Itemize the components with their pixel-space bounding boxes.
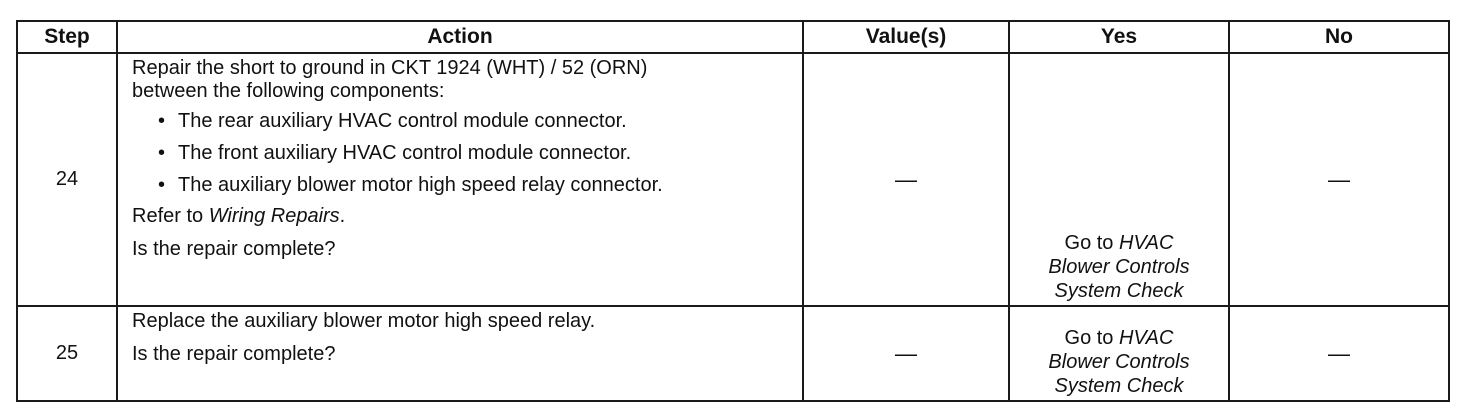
value-cell: —: [802, 52, 1010, 307]
hvac-link[interactable]: HVAC: [1119, 232, 1174, 254]
wiring-repairs-link[interactable]: Wiring Repairs: [208, 205, 340, 227]
list-item: • The front auxiliary HVAC control modul…: [132, 142, 792, 165]
no-cell: —: [1228, 52, 1450, 307]
question-text: Is the repair complete?: [132, 343, 336, 365]
bullet-icon: •: [158, 174, 166, 196]
refer-prefix: Refer to: [132, 205, 209, 227]
list-item: • The auxiliary blower motor high speed …: [132, 174, 792, 197]
list-item-text: The rear auxiliary HVAC control module c…: [178, 110, 627, 132]
component-list: • The rear auxiliary HVAC control module…: [132, 110, 792, 197]
header-action: Action: [116, 20, 804, 54]
diagnostic-table: Step Action Value(s) Yes No 24 Repair th…: [16, 20, 1450, 402]
header-step: Step: [16, 20, 118, 54]
no-cell: —: [1228, 305, 1450, 402]
hvac-link-line[interactable]: System Check: [1054, 375, 1184, 397]
hvac-link-line[interactable]: System Check: [1054, 280, 1184, 302]
yes-cell: Go to HVAC Blower Controls System Check: [1008, 305, 1230, 402]
hvac-link[interactable]: HVAC: [1119, 327, 1174, 349]
yes-prefix: Go to: [1064, 232, 1119, 254]
list-item: • The rear auxiliary HVAC control module…: [132, 110, 792, 133]
question-text: Is the repair complete?: [132, 238, 336, 260]
list-item-text: The front auxiliary HVAC control module …: [178, 142, 632, 164]
refer-line: Refer to Wiring Repairs.: [132, 205, 792, 228]
bullet-icon: •: [158, 142, 166, 164]
hvac-link-line[interactable]: Blower Controls: [1048, 351, 1190, 373]
list-item-text: The auxiliary blower motor high speed re…: [178, 174, 663, 196]
step-number: 24: [16, 52, 118, 307]
action-intro-line: between the following components:: [132, 80, 445, 102]
table-row: 25 Replace the auxiliary blower motor hi…: [16, 305, 1450, 402]
header-yes: Yes: [1008, 20, 1230, 54]
value-cell: —: [802, 305, 1010, 402]
header-no: No: [1228, 20, 1450, 54]
header-row: Step Action Value(s) Yes No: [16, 20, 1450, 54]
action-intro-line: Repair the short to ground in CKT 1924 (…: [132, 57, 648, 79]
action-line: Replace the auxiliary blower motor high …: [132, 310, 596, 332]
yes-prefix: Go to: [1064, 327, 1119, 349]
yes-cell: Go to HVAC Blower Controls System Check: [1008, 52, 1230, 307]
action-cell: Replace the auxiliary blower motor high …: [116, 305, 804, 402]
hvac-link-line[interactable]: Blower Controls: [1048, 256, 1190, 278]
table-row: 24 Repair the short to ground in CKT 192…: [16, 52, 1450, 307]
action-cell: Repair the short to ground in CKT 1924 (…: [116, 52, 804, 307]
refer-suffix: .: [339, 205, 346, 227]
bullet-icon: •: [158, 110, 166, 132]
header-values: Value(s): [802, 20, 1010, 54]
step-number: 25: [16, 305, 118, 402]
